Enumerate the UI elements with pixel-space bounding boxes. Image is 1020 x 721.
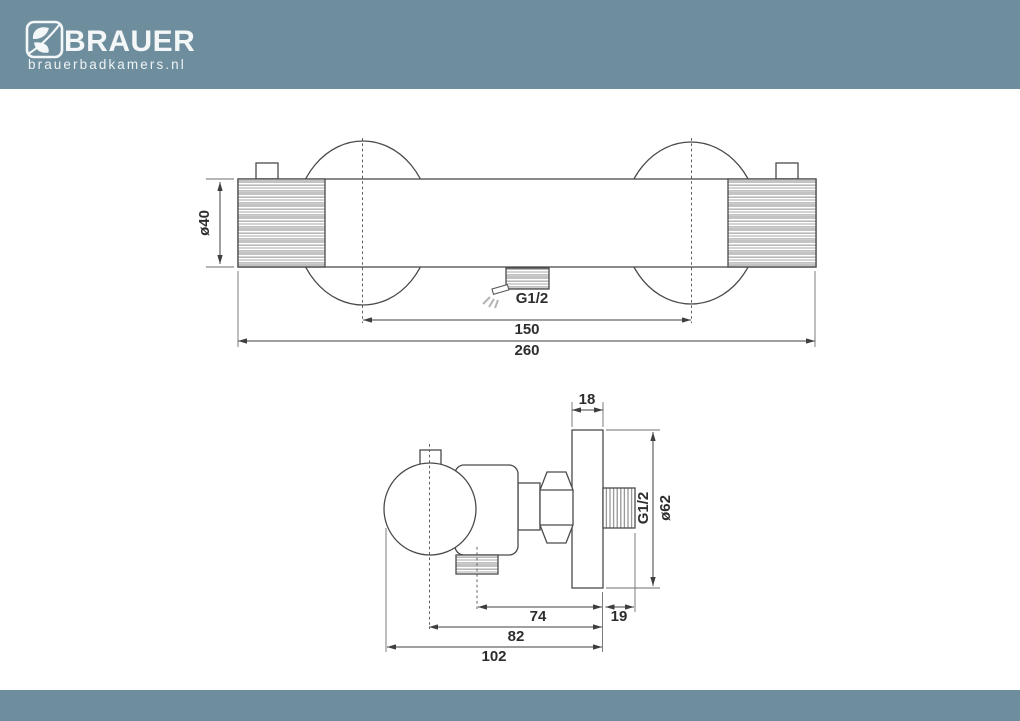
dimension-19: 19	[605, 604, 634, 625]
dimension-plate-diameter-62: G1/2 ø62	[606, 429, 674, 589]
brand-name: BRAUER	[64, 25, 195, 58]
front-outlet-thread	[505, 267, 550, 290]
brauer-logo-icon	[25, 20, 64, 59]
dimension-center-distance-150: 150	[363, 317, 691, 338]
side-wall-nipple	[602, 487, 636, 529]
right-button	[775, 162, 799, 180]
left-handle	[237, 178, 326, 268]
header-background	[0, 0, 1020, 89]
dim-label-diameter-62: ø62	[657, 495, 674, 521]
side-connector	[517, 482, 541, 531]
dimension-102: 102	[387, 644, 602, 665]
dim-label-18: 18	[579, 391, 596, 408]
side-view: 18 G1/2 ø62 74 19 82 102	[383, 391, 674, 665]
front-view: G1/2 ø40 150 260	[196, 138, 817, 359]
dim-label-260: 260	[514, 342, 539, 359]
dim-label-102: 102	[481, 648, 506, 665]
dimension-total-width-260: 260	[237, 271, 816, 359]
dimension-74: 74	[478, 604, 602, 625]
hand-shower-icon	[482, 283, 510, 309]
dim-label-82: 82	[508, 628, 525, 645]
dimension-diameter-40: ø40	[196, 178, 234, 268]
side-thread-label: G1/2	[635, 492, 652, 525]
dim-label-150: 150	[514, 321, 539, 338]
header-band: BRAUER brauerbadkamers.nl	[0, 0, 1020, 89]
side-wall-plate	[571, 429, 604, 589]
side-hex-nut	[539, 471, 574, 544]
dim-label-19: 19	[611, 608, 628, 625]
dimension-82: 82	[429, 624, 602, 645]
dim-label-diameter-40: ø40	[196, 210, 213, 236]
right-handle	[727, 178, 817, 268]
front-outlet-thread-label: G1/2	[516, 290, 549, 307]
dim-label-74: 74	[530, 608, 547, 625]
left-button	[255, 162, 279, 180]
dimension-plate-depth-18: 18	[571, 391, 604, 427]
footer-band	[0, 690, 1020, 721]
brand-website: brauerbadkamers.nl	[28, 57, 186, 72]
